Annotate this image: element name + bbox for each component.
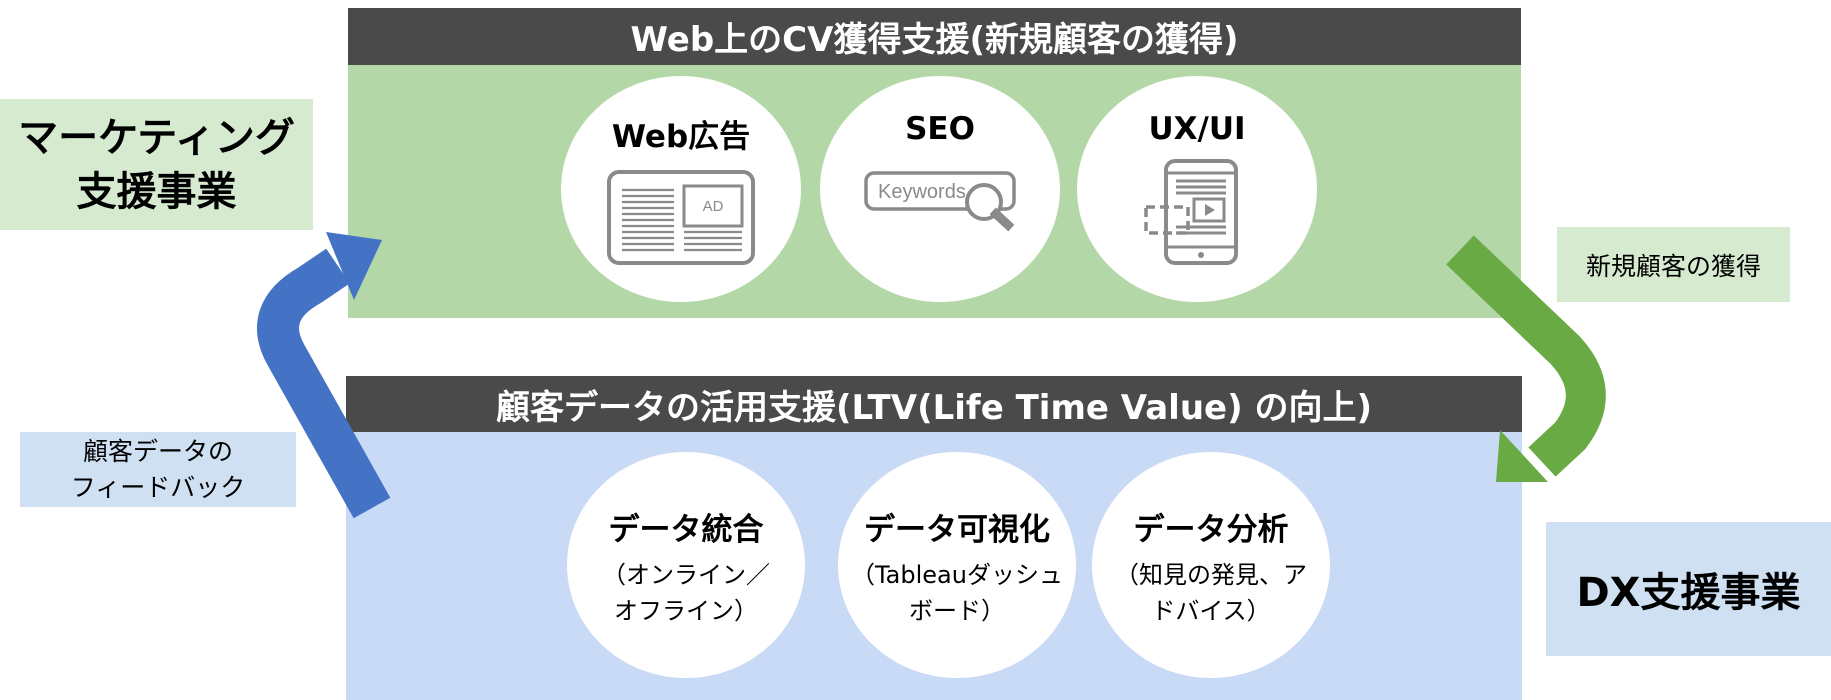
ad-icon-text: AD [703, 198, 724, 215]
new-customer-note: 新規顧客の獲得 [1557, 227, 1790, 302]
ux-ui-circle: UX/UI [1077, 76, 1317, 302]
blue-feedback-arrow [257, 232, 391, 519]
data-integration-subtitle: （オンライン／ オフライン） [602, 561, 770, 625]
dx-business-label: DX支援事業 [1546, 522, 1831, 656]
data-visualization-title: データ可視化 [864, 512, 1050, 548]
data-analysis-subtitle: （知見の発見、ア ドバイス） [1115, 561, 1307, 625]
data-visualization-circle: データ可視化 （Tableauダッシュ ボード） [838, 452, 1076, 678]
data-integration-circle: データ統合 （オンライン／ オフライン） [567, 452, 805, 678]
web-ad-title: Web広告 [611, 119, 751, 155]
keyword-search-icon: Keywords [864, 171, 1016, 232]
ux-ui-title: UX/UI [1148, 111, 1246, 147]
web-ad-icon: AD [607, 170, 755, 265]
data-analysis-circle: データ分析 （知見の発見、ア ドバイス） [1092, 452, 1330, 678]
mobile-ui-icon [1144, 159, 1238, 265]
customer-data-feedback-note: 顧客データの フィードバック [20, 432, 296, 507]
data-integration-title: データ統合 [608, 512, 764, 548]
keywords-icon-text: Keywords [878, 181, 966, 203]
marketing-business-label: マーケティング 支援事業 [0, 99, 313, 230]
data-utilization-title: 顧客データの活用支援(LTV(Life Time Value) の向上) [346, 376, 1522, 432]
web-ad-circle: Web広告 AD [561, 76, 801, 302]
green-acquisition-arrow [1446, 235, 1606, 482]
seo-circle: SEO Keywords [820, 76, 1060, 302]
cv-acquisition-title: Web上のCV獲得支援(新規顧客の獲得) [348, 8, 1521, 65]
seo-title: SEO [905, 111, 975, 147]
data-visualization-subtitle: （Tableauダッシュ ボード） [851, 561, 1063, 625]
data-analysis-title: データ分析 [1133, 512, 1289, 548]
